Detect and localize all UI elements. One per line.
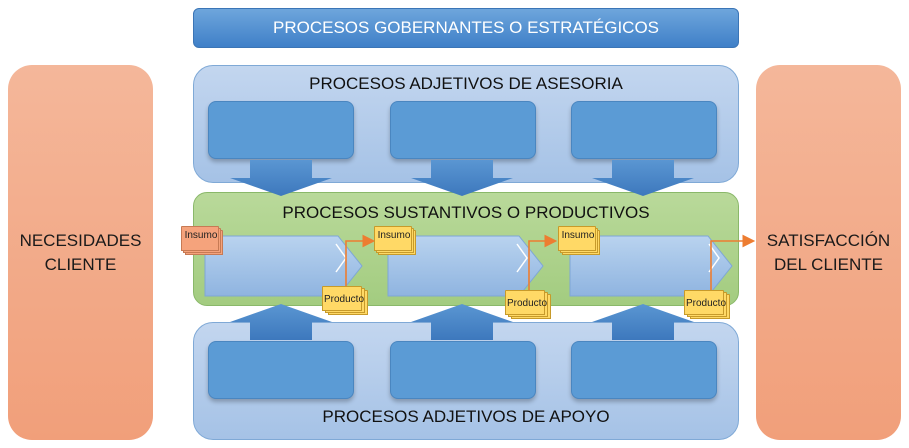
producto-label-3: Producto [685,298,727,309]
connector-1 [345,234,376,287]
advisory-processes-title: PROCESOS ADJETIVOS DE ASESORIA [309,74,623,93]
support-process-box-1 [208,341,354,399]
process-chevron-2 [387,235,544,297]
down-arrow-3 [592,160,694,196]
client-satisfaction-line1: SATISFACCIÓN [766,230,891,250]
insumo-label-3: Insumo [561,230,595,241]
client-satisfaction-line2: DEL CLIENTE [774,254,883,274]
support-processes-title: PROCESOS ADJETIVOS DE APOYO [322,407,610,426]
client-needs-line2: CLIENTE [44,254,117,274]
client-needs-panel: NECESIDADES CLIENTE [8,65,153,440]
support-process-box-3 [571,341,717,399]
client-satisfaction-panel: SATISFACCIÓN DEL CLIENTE [756,65,901,440]
down-arrow-2 [411,160,513,196]
producto-label-2: Producto [506,298,548,309]
insumo-label-1: Insumo [184,230,218,241]
substantive-processes-title: PROCESOS SUSTANTIVOS O PRODUCTIVOS [282,203,650,222]
process-chevron-3 [569,235,733,297]
up-arrow-1 [230,304,332,340]
connector-3 [710,234,756,291]
up-arrow-2 [411,304,513,340]
process-chevron-1 [204,235,363,297]
strategic-processes-bar: PROCESOS GOBERNANTES O ESTRATÉGICOS [193,8,739,48]
connector-2 [528,234,558,295]
advisory-process-box-2 [390,101,536,159]
support-process-box-2 [390,341,536,399]
advisory-process-box-3 [571,101,717,159]
up-arrow-3 [592,304,694,340]
down-arrow-1 [230,160,332,196]
client-needs-line1: NECESIDADES [19,230,142,250]
producto-label-1: Producto [323,294,365,305]
advisory-process-box-1 [208,101,354,159]
strategic-processes-label: PROCESOS GOBERNANTES O ESTRATÉGICOS [272,18,660,37]
insumo-label-2: Insumo [377,230,411,241]
